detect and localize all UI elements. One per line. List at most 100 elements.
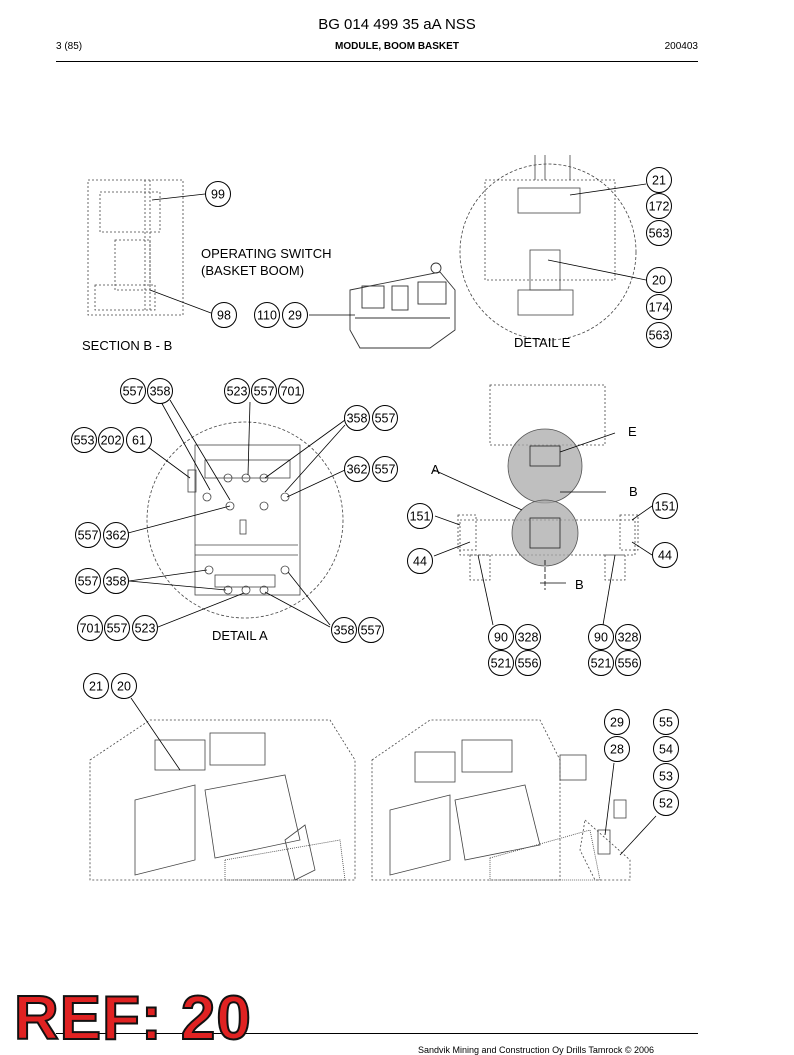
callout-circle (588, 650, 614, 676)
callout-number: 29 (288, 309, 302, 323)
callout-circle (407, 548, 433, 574)
callout-circle (103, 522, 129, 548)
callout-number: 98 (217, 309, 231, 323)
section-bb-label: SECTION B - B (82, 338, 172, 353)
detail-e-label: DETAIL E (514, 335, 571, 350)
callout-44_r: 44 (652, 542, 678, 568)
callout-523_2: 523 (132, 615, 158, 641)
callout-number: 521 (491, 657, 512, 671)
callout-90_l: 90 (488, 624, 514, 650)
callout-number: 90 (594, 631, 608, 645)
callout-number: 110 (257, 309, 277, 323)
callout-circle (488, 650, 514, 676)
callout-circle (652, 493, 678, 519)
callout-circle (358, 617, 384, 643)
callout-circle (344, 456, 370, 482)
callout-circle (646, 220, 672, 246)
callout-circle (126, 427, 152, 453)
callout-number: 523 (227, 385, 248, 399)
callout-circle (515, 650, 541, 676)
callout-362_1: 362 (344, 456, 370, 482)
callout-521_l: 521 (488, 650, 514, 676)
module-title: MODULE, BOOM BASKET (335, 41, 459, 52)
view-mark-b-upper: B (629, 484, 638, 499)
callout-20_e: 20 (646, 267, 672, 293)
callout-number: 28 (610, 743, 624, 757)
callout-circle (604, 736, 630, 762)
view-labels: SECTION B - B OPERATING SWITCH (BASKET B… (82, 246, 638, 643)
callout-557_1: 557 (120, 378, 146, 404)
callout-172: 172 (646, 193, 672, 219)
callout-number: 358 (106, 575, 127, 589)
section-bb-drawing (87, 179, 184, 316)
callout-358_1: 358 (147, 378, 173, 404)
callout-circle (331, 617, 357, 643)
callout-number: 563 (649, 227, 670, 241)
document-number: BG 014 499 35 aA NSS (318, 16, 476, 33)
callout-circle (653, 790, 679, 816)
callout-number: 557 (78, 529, 99, 543)
callout-circle (646, 167, 672, 193)
detail-a-label: DETAIL A (212, 628, 268, 643)
callout-362_2: 362 (103, 522, 129, 548)
callout-21_e: 21 (646, 167, 672, 193)
callout-circle (120, 378, 146, 404)
callout-number: 21 (652, 174, 666, 188)
callout-523_1: 523 (224, 378, 250, 404)
callout-number: 328 (618, 631, 639, 645)
callout-circle (652, 542, 678, 568)
callout-701_2: 701 (77, 615, 103, 641)
callout-557_5: 557 (75, 522, 101, 548)
detail-a-drawing (146, 421, 344, 619)
callout-110: 110 (254, 302, 280, 328)
callout-number: 99 (211, 188, 225, 202)
lower-right-iso-drawing (371, 719, 631, 881)
callout-29_b: 29 (604, 709, 630, 735)
callout-number: 53 (659, 770, 673, 784)
callout-number: 202 (101, 434, 122, 448)
callout-circle (103, 568, 129, 594)
callout-99: 99 (205, 181, 231, 207)
callout-circle (488, 624, 514, 650)
callout-circle (111, 673, 137, 699)
callout-20_b: 20 (111, 673, 137, 699)
switch-label-line1: OPERATING SWITCH (201, 246, 331, 261)
callout-358_3: 358 (103, 568, 129, 594)
callout-circle (372, 456, 398, 482)
callout-circle (205, 181, 231, 207)
callout-358_4: 358 (331, 617, 357, 643)
page-number: 3 (85) (56, 41, 83, 52)
callout-circle (75, 568, 101, 594)
operating-switch-drawing (349, 262, 456, 349)
callout-557_7: 557 (104, 615, 130, 641)
callout-number: 557 (123, 385, 144, 399)
callout-557_2: 557 (251, 378, 277, 404)
callout-number: 29 (610, 716, 624, 730)
callout-circle (282, 302, 308, 328)
callout-563_b: 563 (646, 322, 672, 348)
callout-54: 54 (653, 736, 679, 762)
callout-circle (646, 322, 672, 348)
detail-e-drawing (459, 155, 637, 341)
callout-circle (646, 193, 672, 219)
view-mark-e: E (628, 424, 637, 439)
document-date: 200403 (664, 41, 698, 52)
callout-number: 358 (150, 385, 171, 399)
callout-number: 20 (117, 680, 131, 694)
callout-number: 151 (410, 510, 431, 524)
callout-circle (407, 503, 433, 529)
leader-lines (127, 183, 657, 856)
callout-circle (372, 405, 398, 431)
callout-52: 52 (653, 790, 679, 816)
callout-number: 61 (132, 434, 146, 448)
callout-circle (75, 522, 101, 548)
callout-circle (224, 378, 250, 404)
callout-circle (278, 378, 304, 404)
callout-number: 44 (658, 549, 672, 563)
callout-number: 358 (334, 624, 355, 638)
view-mark-b-lower: B (575, 577, 584, 592)
callout-circle (147, 378, 173, 404)
callout-556_l: 556 (515, 650, 541, 676)
callout-circle (604, 709, 630, 735)
